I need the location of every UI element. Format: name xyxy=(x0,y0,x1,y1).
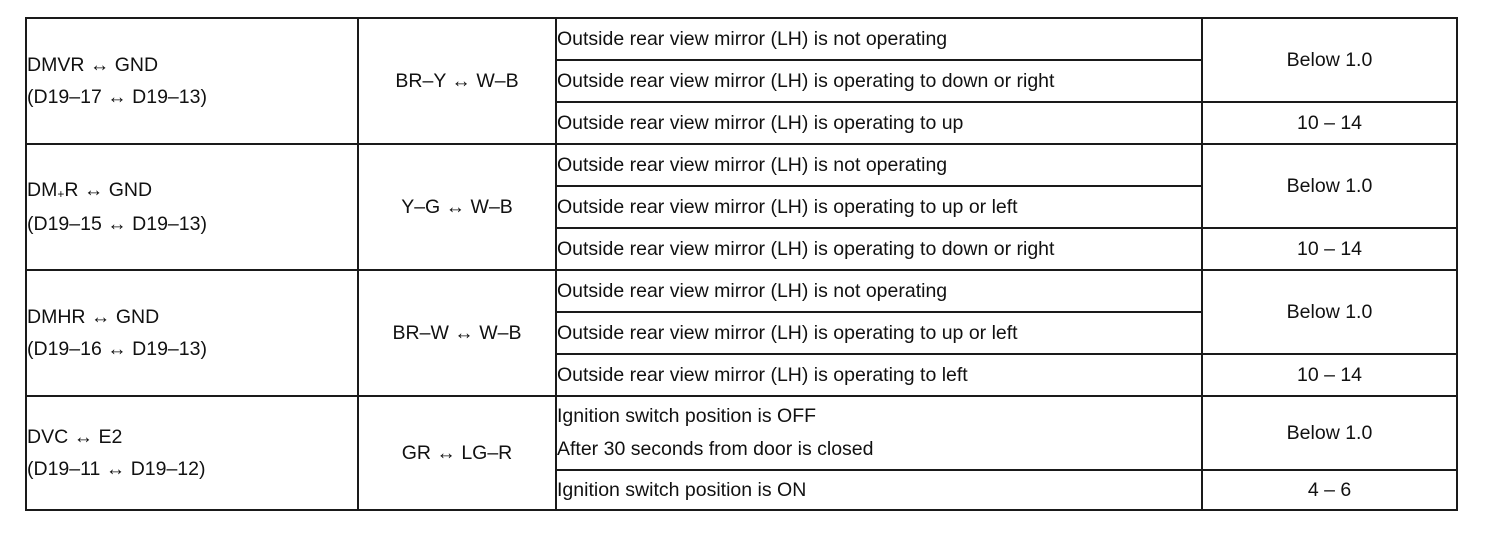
wiring-color-cell: BR–Y ↔ W–B xyxy=(357,17,557,145)
terminal-name-part: R ↔ GND xyxy=(64,179,153,201)
table-row: DM+R ↔ GND (D19–15 ↔ D19–13) Y–G ↔ W–B O… xyxy=(25,143,1458,271)
specified-condition-cell: Below 1.0 xyxy=(1201,395,1458,471)
specified-condition-cell: 10 – 14 xyxy=(1201,101,1458,145)
condition-cell: Outside rear view mirror (LH) is operati… xyxy=(555,101,1203,145)
terminal-name-part: DM xyxy=(27,179,58,201)
terminal-name: DMHR ↔ GND xyxy=(27,306,160,328)
terminal-pins: (D19–16 ↔ D19–13) xyxy=(27,338,207,360)
wiring-color-cell: GR ↔ LG–R xyxy=(357,395,557,511)
terminal-pins: (D19–17 ↔ D19–13) xyxy=(27,86,207,108)
condition-line: Ignition switch position is OFF xyxy=(557,405,817,427)
table-row: Outside rear view mirror (LH) is operati… xyxy=(26,353,1458,397)
condition-cell: Outside rear view mirror (LH) is not ope… xyxy=(555,143,1203,187)
terminal-name: DMVR ↔ GND xyxy=(27,54,159,76)
table-row: DVC ↔ E2 (D19–11 ↔ D19–12) GR ↔ LG–R Ign… xyxy=(25,395,1458,511)
condition-cell: Ignition switch position is OFF After 30… xyxy=(555,395,1203,471)
table-row: Ignition switch position is ON 4 – 6 xyxy=(26,469,1458,511)
specified-condition-cell: Below 1.0 xyxy=(1201,143,1458,229)
specified-condition-cell: 10 – 14 xyxy=(1201,227,1458,271)
condition-cell: Outside rear view mirror (LH) is operati… xyxy=(555,353,1203,397)
table-row: DMHR ↔ GND (D19–16 ↔ D19–13) BR–W ↔ W–B … xyxy=(25,269,1458,397)
table-row: Outside rear view mirror (LH) is operati… xyxy=(26,101,1458,145)
condition-cell: Outside rear view mirror (LH) is operati… xyxy=(555,185,1203,229)
condition-line: After 30 seconds from door is closed xyxy=(557,438,874,460)
terminal-name: DVC ↔ E2 xyxy=(27,426,123,448)
terminal-name-subscript: + xyxy=(57,187,65,201)
table-row: Outside rear view mirror (LH) is operati… xyxy=(26,311,1457,355)
terminal-pins: (D19–15 ↔ D19–13) xyxy=(27,213,207,235)
table-row: Outside rear view mirror (LH) is operati… xyxy=(26,227,1458,271)
specified-condition-cell: 10 – 14 xyxy=(1201,353,1458,397)
terminal-voltage-table: DMVR ↔ GND (D19–17 ↔ D19–13) BR–Y ↔ W–B … xyxy=(25,17,1458,511)
terminal-cell: DVC ↔ E2 (D19–11 ↔ D19–12) xyxy=(25,395,359,511)
table-row: DMVR ↔ GND (D19–17 ↔ D19–13) BR–Y ↔ W–B … xyxy=(25,17,1458,145)
condition-cell: Outside rear view mirror (LH) is not ope… xyxy=(555,269,1203,313)
table-row: Outside rear view mirror (LH) is operati… xyxy=(26,185,1457,229)
terminal-pins: (D19–11 ↔ D19–12) xyxy=(27,458,206,480)
terminal-cell: DMVR ↔ GND (D19–17 ↔ D19–13) xyxy=(25,17,359,145)
specified-condition-cell: Below 1.0 xyxy=(1201,17,1458,103)
condition-cell: Outside rear view mirror (LH) is operati… xyxy=(555,227,1203,271)
condition-cell: Outside rear view mirror (LH) is operati… xyxy=(555,59,1203,103)
condition-cell: Outside rear view mirror (LH) is operati… xyxy=(555,311,1203,355)
wiring-color-cell: Y–G ↔ W–B xyxy=(357,143,557,271)
table-row: Outside rear view mirror (LH) is operati… xyxy=(26,59,1457,103)
wiring-color-cell: BR–W ↔ W–B xyxy=(357,269,557,397)
terminal-cell: DM+R ↔ GND (D19–15 ↔ D19–13) xyxy=(25,143,359,271)
condition-cell: Ignition switch position is ON xyxy=(555,469,1203,511)
terminal-cell: DMHR ↔ GND (D19–16 ↔ D19–13) xyxy=(25,269,359,397)
specified-condition-cell: Below 1.0 xyxy=(1201,269,1458,355)
condition-cell: Outside rear view mirror (LH) is not ope… xyxy=(555,17,1203,61)
specified-condition-cell: 4 – 6 xyxy=(1201,469,1458,511)
